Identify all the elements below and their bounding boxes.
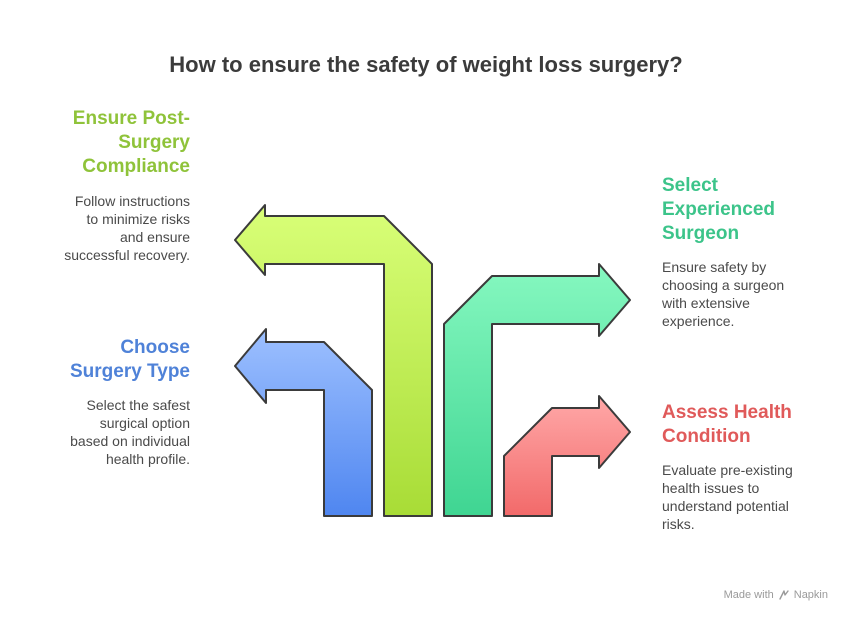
step-description-health: Evaluate pre-existing health issues to u… [662, 462, 793, 532]
made-with-label: Made with [723, 589, 774, 601]
napkin-brand-label: Napkin [793, 589, 828, 601]
arrow-surgeon [443, 263, 631, 517]
arrow-surgery-type [234, 328, 373, 517]
page-title: How to ensure the safety of weight loss … [169, 52, 683, 77]
step-heading-health: Assess Health Condition [662, 402, 792, 447]
arrow-health [503, 395, 631, 517]
step-description-compliance: Follow instructions to minimize risks an… [64, 193, 190, 263]
arrow-compliance [234, 204, 433, 517]
footer-attribution: Made with Napkin [724, 589, 828, 601]
step-description-surgery-type: Select the safest surgical option based … [70, 397, 190, 467]
step-description-surgeon: Ensure safety by choosing a surgeon with… [662, 259, 785, 329]
step-heading-surgery-type: Choose Surgery Type [69, 337, 190, 382]
napkin-logo-icon [779, 590, 789, 600]
step-heading-compliance: Ensure Post- Surgery Compliance [72, 108, 190, 177]
step-heading-surgeon: Select Experienced Surgeon [662, 175, 775, 244]
